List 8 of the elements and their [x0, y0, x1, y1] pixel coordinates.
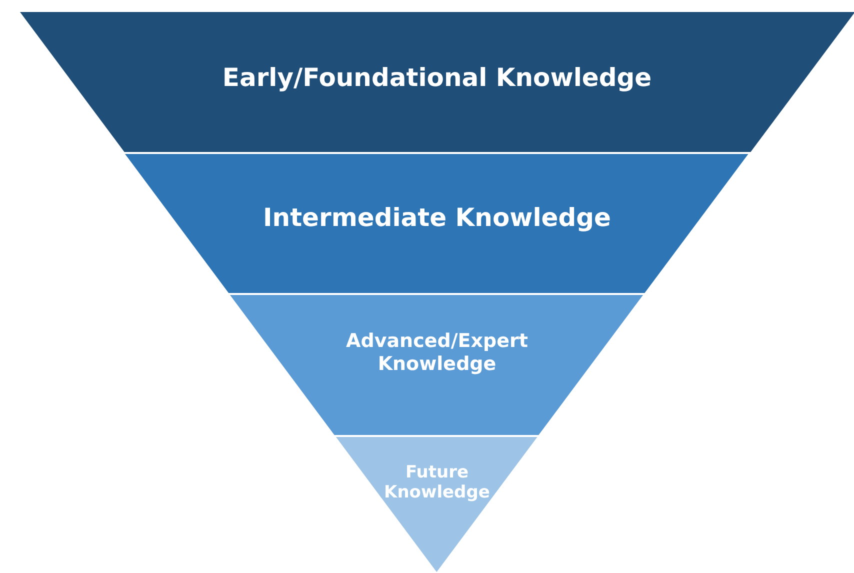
- pyramid-band: [336, 437, 538, 572]
- band-label: Intermediate Knowledge: [262, 202, 612, 232]
- band-label: Early/Foundational Knowledge: [221, 63, 653, 93]
- pyramid-band: [20, 12, 854, 152]
- pyramid-band: [230, 295, 644, 435]
- band-label: Advanced/Expert Knowledge: [345, 330, 529, 376]
- pyramid-band: [125, 154, 749, 293]
- band-label: Future Knowledge: [383, 462, 491, 503]
